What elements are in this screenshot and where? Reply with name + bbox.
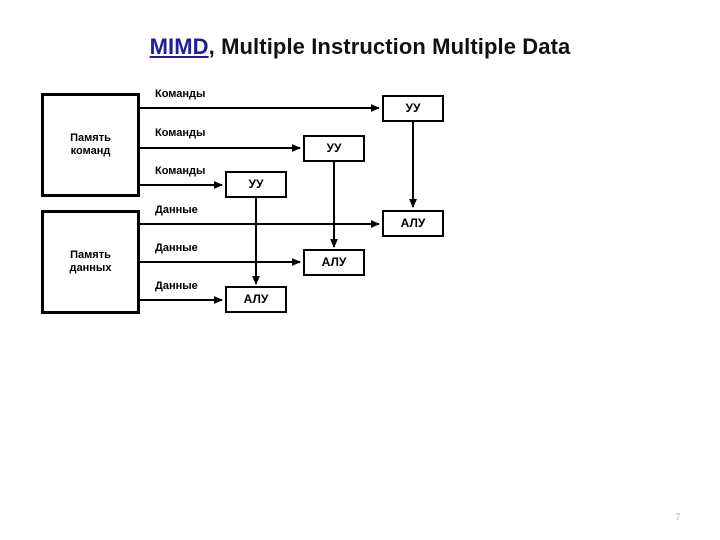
instruction-memory-box[interactable]: Память команд <box>41 93 140 197</box>
alu-2-box[interactable]: АЛУ <box>303 249 365 276</box>
page-number: 7 <box>675 512 681 522</box>
page-title: MIMD, Multiple Instruction Multiple Data <box>0 34 720 60</box>
instruction-memory-line2: команд <box>70 145 111 157</box>
data-memory-box[interactable]: Память данных <box>41 210 140 314</box>
edge-label-data-2: Данные <box>155 242 198 254</box>
data-memory-line2: данных <box>69 262 112 274</box>
page-title-rest: , Multiple Instruction Multiple Data <box>208 34 571 59</box>
alu-3-box[interactable]: АЛУ <box>225 286 287 313</box>
instruction-memory-line1: Память <box>70 132 111 145</box>
control-unit-3-box[interactable]: УУ <box>225 171 287 198</box>
data-memory-line1: Память <box>70 249 111 262</box>
edge-label-instruction-1: Команды <box>155 88 206 100</box>
control-unit-2-box[interactable]: УУ <box>303 135 365 162</box>
mimd-link[interactable]: MIMD <box>149 34 209 59</box>
edge-label-data-1: Данные <box>155 204 198 216</box>
edge-label-data-3: Данные <box>155 280 198 292</box>
alu-1-box[interactable]: АЛУ <box>382 210 444 237</box>
edge-label-instruction-3: Команды <box>155 165 206 177</box>
edge-label-instruction-2: Команды <box>155 127 206 139</box>
control-unit-1-box[interactable]: УУ <box>382 95 444 122</box>
